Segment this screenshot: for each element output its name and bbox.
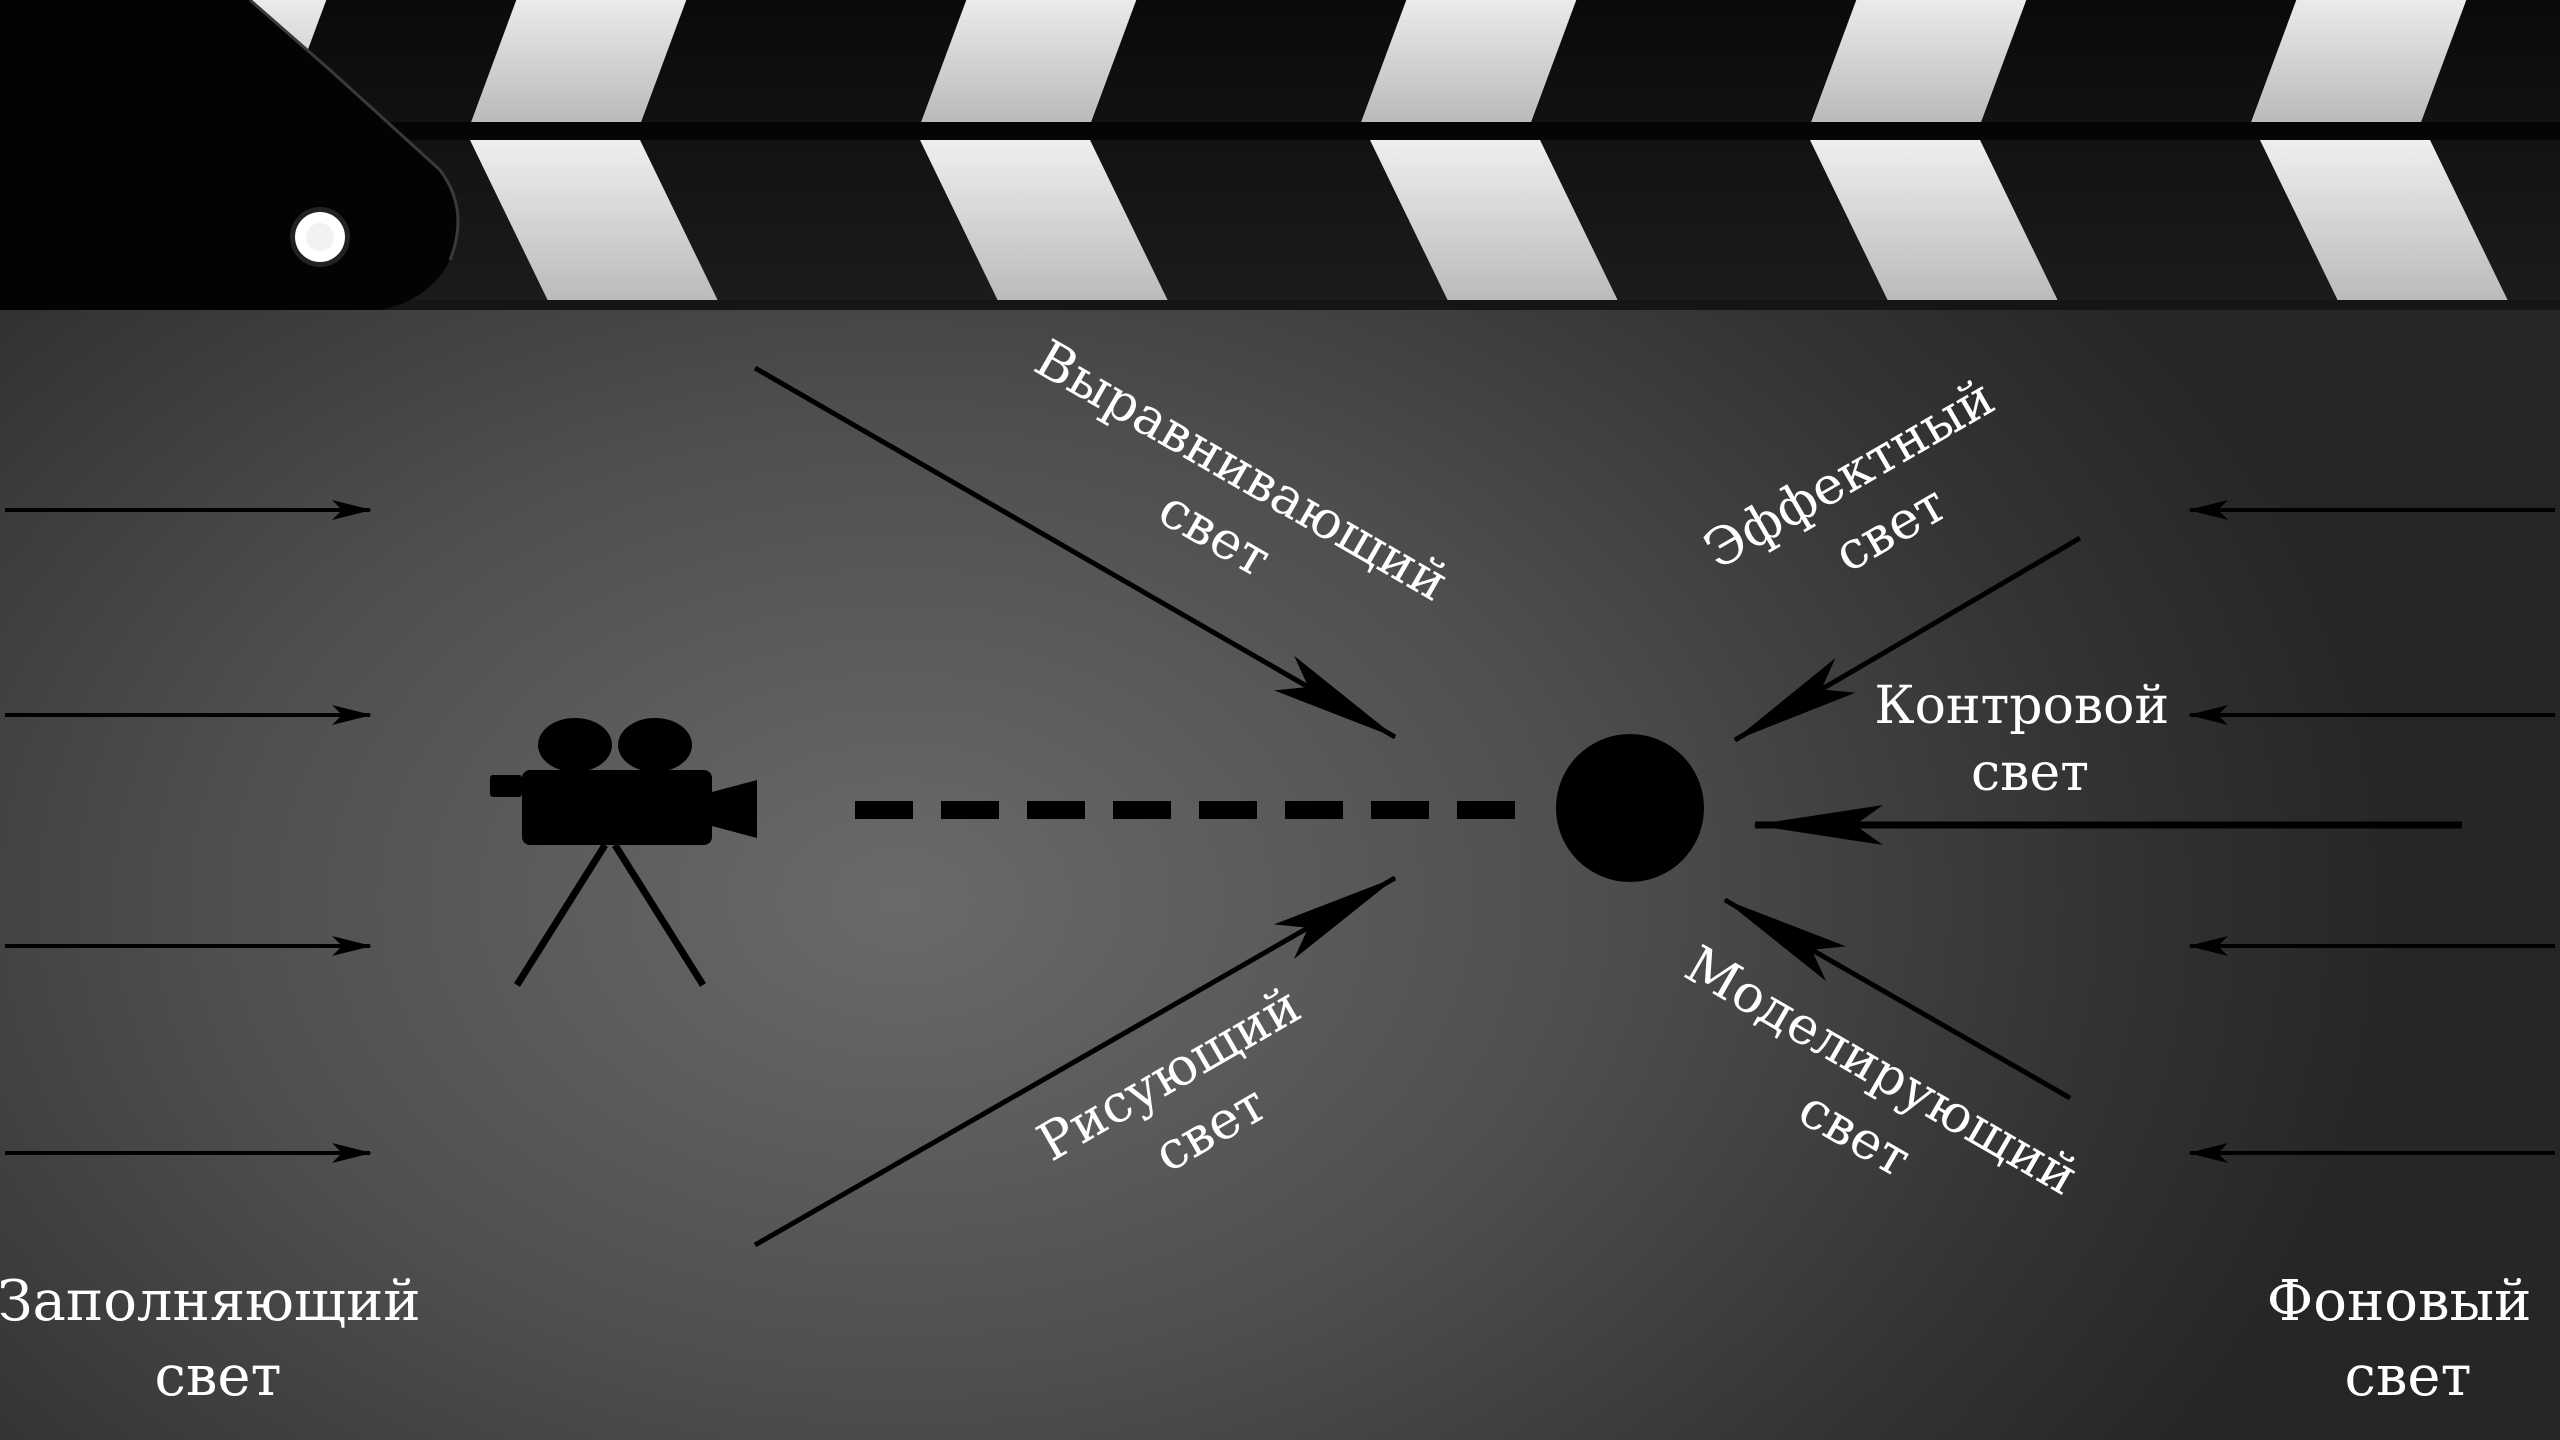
fill-light-label-line2: свет xyxy=(154,1344,281,1409)
key-light-label: Рисующий свет xyxy=(1028,967,1359,1232)
background-light-label-line2: свет xyxy=(2344,1344,2471,1409)
leveling-light-label: Выравнивающий свет xyxy=(991,329,1473,681)
effect-light-label: Эффектный свет xyxy=(1694,359,2053,640)
fill-light-label: Заполняющий свет xyxy=(0,1269,438,1409)
key-light-arrow xyxy=(755,878,1395,1245)
back-light-label: Контровой свет xyxy=(1874,676,2185,803)
movie-camera-icon xyxy=(490,718,757,985)
clapperboard-icon xyxy=(0,0,2560,310)
fill-light-arrows xyxy=(5,510,370,1153)
subject-circle-icon xyxy=(1556,734,1704,882)
back-light-label-line1: Контровой xyxy=(1874,676,2169,736)
fill-light-label-line1: Заполняющий xyxy=(0,1269,421,1334)
background-light-label: Фоновый свет xyxy=(2267,1269,2549,1409)
background-light-label-line1: Фоновый xyxy=(2267,1269,2532,1334)
back-light-label-line2: свет xyxy=(1971,743,2089,803)
leveling-light-arrow xyxy=(755,368,1395,737)
background-light-arrows xyxy=(2190,510,2555,1153)
